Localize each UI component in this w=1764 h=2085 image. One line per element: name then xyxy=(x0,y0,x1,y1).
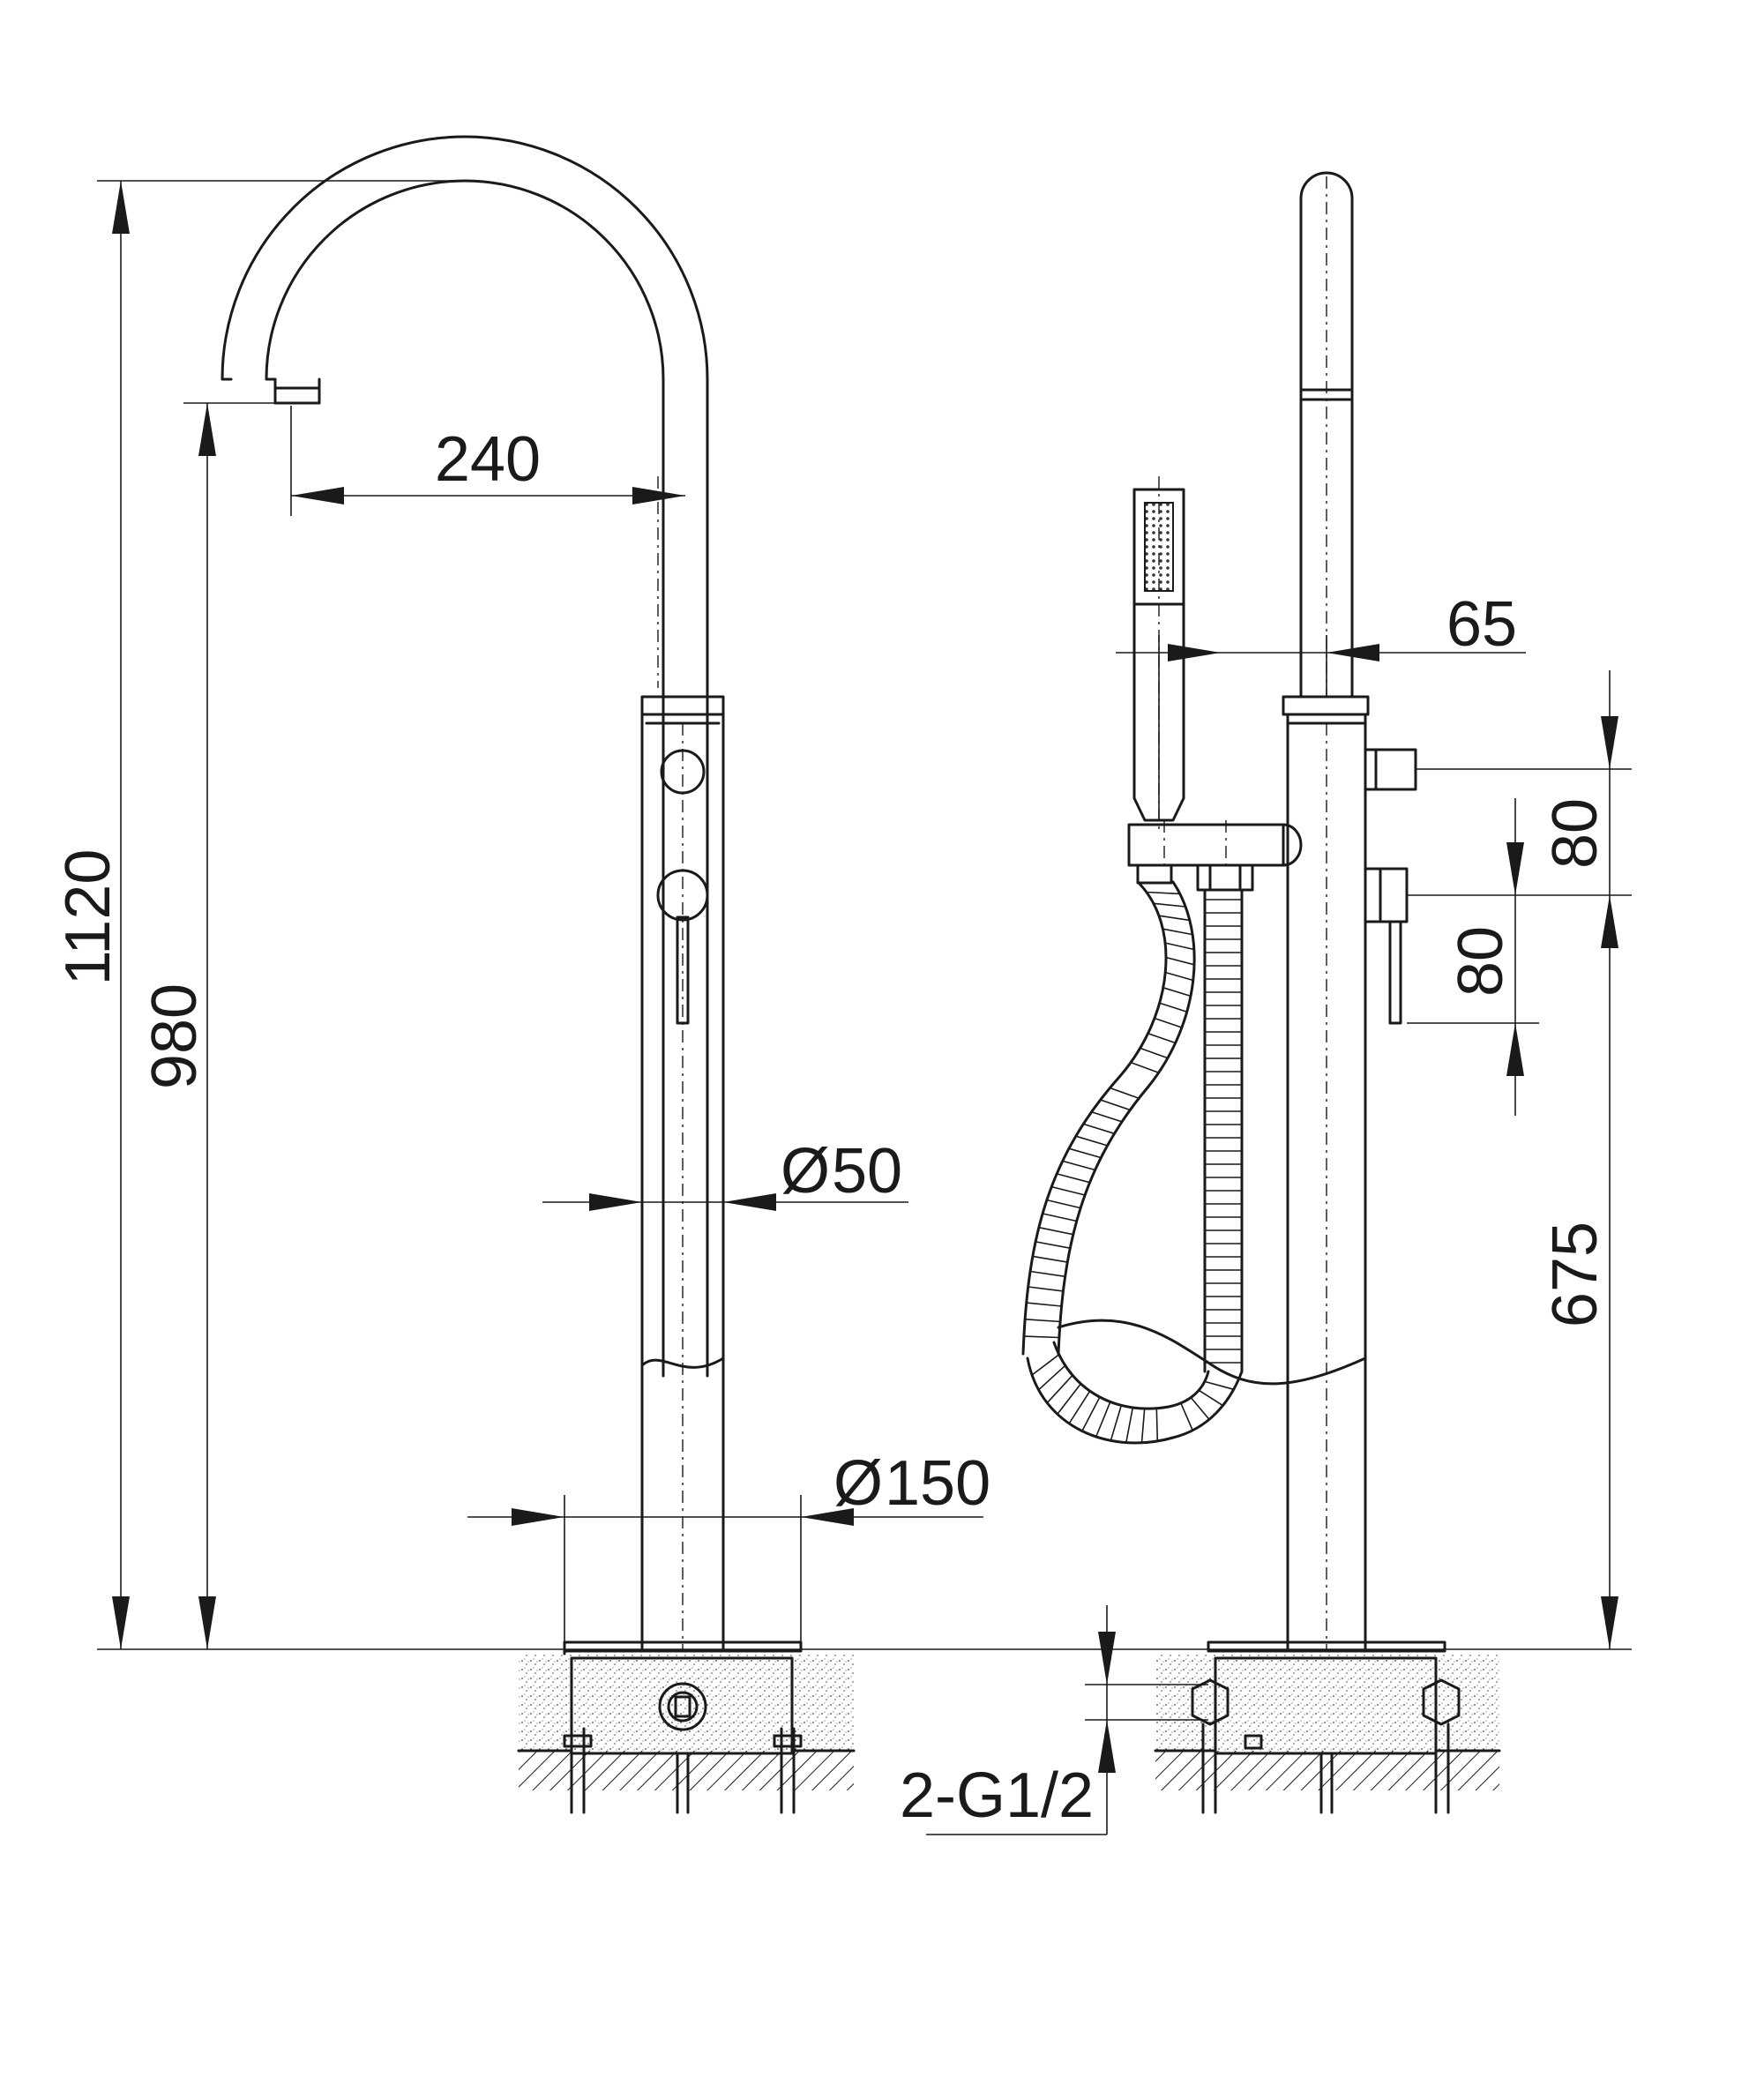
side-body-column xyxy=(1282,695,1417,1651)
diverter-knob-icon[interactable] xyxy=(660,749,706,795)
dim-spout-height-label: 980 xyxy=(139,983,210,1089)
mixer-handle-icon[interactable] xyxy=(656,869,709,922)
slide-rail xyxy=(1299,171,1354,699)
body-column xyxy=(640,695,725,1651)
dimension-lines xyxy=(97,180,1632,1835)
dim-body-diameter-label: 50 xyxy=(832,1136,902,1207)
mixer-handle-side-icon[interactable] xyxy=(1364,867,1409,1025)
diameter-symbol: Ø xyxy=(781,1136,830,1207)
inlet-nut-icon xyxy=(658,1682,707,1731)
diameter-symbol: Ø xyxy=(833,1448,883,1519)
side-base xyxy=(1154,1640,1501,1814)
dim-total-height-label: 1120 xyxy=(53,849,123,986)
side-view xyxy=(1021,171,1501,1814)
shower-hose xyxy=(1021,880,1367,1445)
dim-connection-label: 2-G1/2 xyxy=(900,1760,1094,1831)
dim-body-diameter: Ø 50 xyxy=(781,1136,902,1207)
hand-shower xyxy=(1132,476,1185,829)
side-mounting-bolts-icon xyxy=(1201,1723,1450,1814)
dim-valve-height-label: 675 xyxy=(1540,1222,1611,1327)
diverter-knob-side-icon[interactable] xyxy=(1364,748,1417,791)
shower-holder xyxy=(1127,820,1303,869)
front-base xyxy=(517,1640,856,1814)
inlet-hex-left-icon xyxy=(1191,1678,1230,1726)
dim-valve-spacing-lower-label: 80 xyxy=(1446,926,1516,997)
inlet-hex-right-icon xyxy=(1422,1678,1461,1726)
dim-base-diameter-label: 150 xyxy=(885,1448,990,1519)
dim-base-diameter: Ø 150 xyxy=(833,1448,990,1519)
dimension-labels: 1120 980 240 Ø 50 Ø 150 65 80 80 675 2-G… xyxy=(53,424,1611,1831)
mounting-bolts-icon xyxy=(563,1727,803,1814)
dim-shower-offset-label: 65 xyxy=(1446,589,1517,660)
dim-spout-reach-label: 240 xyxy=(435,424,541,495)
hose-nut-icon xyxy=(1136,863,1254,892)
dim-valve-spacing-upper-label: 80 xyxy=(1540,798,1611,869)
spout xyxy=(220,135,709,1378)
mixer-lever[interactable] xyxy=(676,915,690,1025)
front-view xyxy=(220,135,856,1814)
